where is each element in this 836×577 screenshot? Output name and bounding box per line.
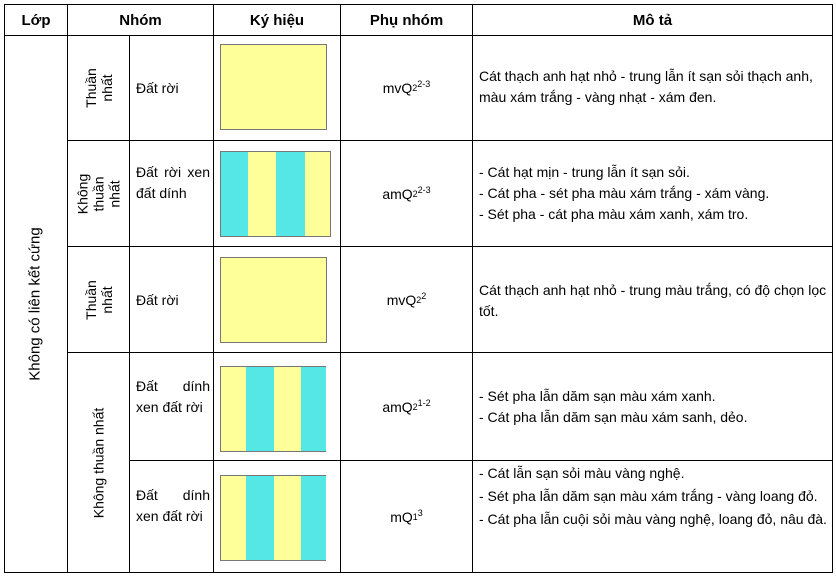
nhom-label-b: Không thuần nhất bbox=[74, 173, 123, 214]
lop-label: Không có liên kết cứng bbox=[27, 227, 45, 381]
desc-line: Cát thạch anh hạt nhỏ - trung màu trắng,… bbox=[479, 282, 827, 319]
stripe bbox=[246, 367, 274, 451]
symbol-plain-0 bbox=[220, 44, 327, 130]
header-mo-ta: Mô tả bbox=[632, 11, 673, 29]
group-cell-1: Đất rời xen đất dính bbox=[136, 164, 210, 201]
group-cell-4: Đất dính xen đất rời bbox=[136, 487, 210, 524]
symbol-stripes-3 bbox=[220, 366, 326, 452]
desc-line: - Sét pha lẫn dăm sạn màu xám trắng - và… bbox=[479, 488, 818, 504]
desc-line: Cát thạch anh hạt nhỏ - trung lẫn ít sạn… bbox=[479, 68, 813, 105]
desc-cell-2: Cát thạch anh hạt nhỏ - trung màu trắng,… bbox=[479, 280, 829, 322]
header-nhom: Nhóm bbox=[119, 11, 162, 29]
group-cell-0: Đất rời bbox=[136, 80, 179, 96]
header-ky-hieu: Ký hiệu bbox=[249, 11, 305, 29]
desc-line: - Sét pha - cát pha màu xám xanh, xám tr… bbox=[479, 206, 749, 222]
header-lop: Lớp bbox=[21, 11, 51, 29]
desc-line: - Cát lẫn sạn sỏi màu vàng nghệ. bbox=[479, 465, 685, 481]
group-cell-3: Đất dính xen đất rời bbox=[136, 378, 210, 415]
stripe bbox=[301, 367, 326, 451]
header-phu-nhom: Phụ nhóm bbox=[369, 11, 444, 29]
symbol-stripes-4 bbox=[220, 475, 326, 561]
nhom-label-c: Thuần nhất bbox=[82, 279, 115, 320]
desc-cell-3: - Sét pha lẫn dăm sạn màu xám xanh. - Cá… bbox=[479, 386, 829, 428]
desc-cell-0: Cát thạch anh hạt nhỏ - trung lẫn ít sạn… bbox=[479, 66, 827, 108]
desc-cell-4: - Cát lẫn sạn sỏi màu vàng nghệ. - Sét p… bbox=[479, 463, 829, 530]
stripe bbox=[221, 152, 248, 236]
stripe bbox=[276, 152, 305, 236]
nhom-label-a: Thuần nhất bbox=[82, 68, 115, 108]
symbol-stripes-1 bbox=[220, 151, 331, 237]
stripe bbox=[301, 476, 326, 560]
desc-line: - Cát pha lẫn dăm sạn màu xám sanh, dẻo. bbox=[479, 409, 748, 425]
desc-line: - Cát pha - sét pha màu xám trắng - xám … bbox=[479, 185, 770, 201]
desc-line: - Cát hạt mịn - trung lẫn ít sạn sỏi. bbox=[479, 164, 690, 180]
stripe bbox=[246, 476, 274, 560]
desc-line: - Sét pha lẫn dăm sạn màu xám xanh. bbox=[479, 388, 716, 404]
symbol-plain-2 bbox=[220, 257, 327, 343]
desc-line: - Cát pha lẫn cuội sỏi màu vàng nghệ, lo… bbox=[479, 511, 827, 527]
desc-cell-1: - Cát hạt mịn - trung lẫn ít sạn sỏi. - … bbox=[479, 162, 829, 225]
nhom-label-d: Không thuần nhất bbox=[90, 407, 107, 518]
group-cell-2: Đất rời bbox=[136, 292, 179, 308]
